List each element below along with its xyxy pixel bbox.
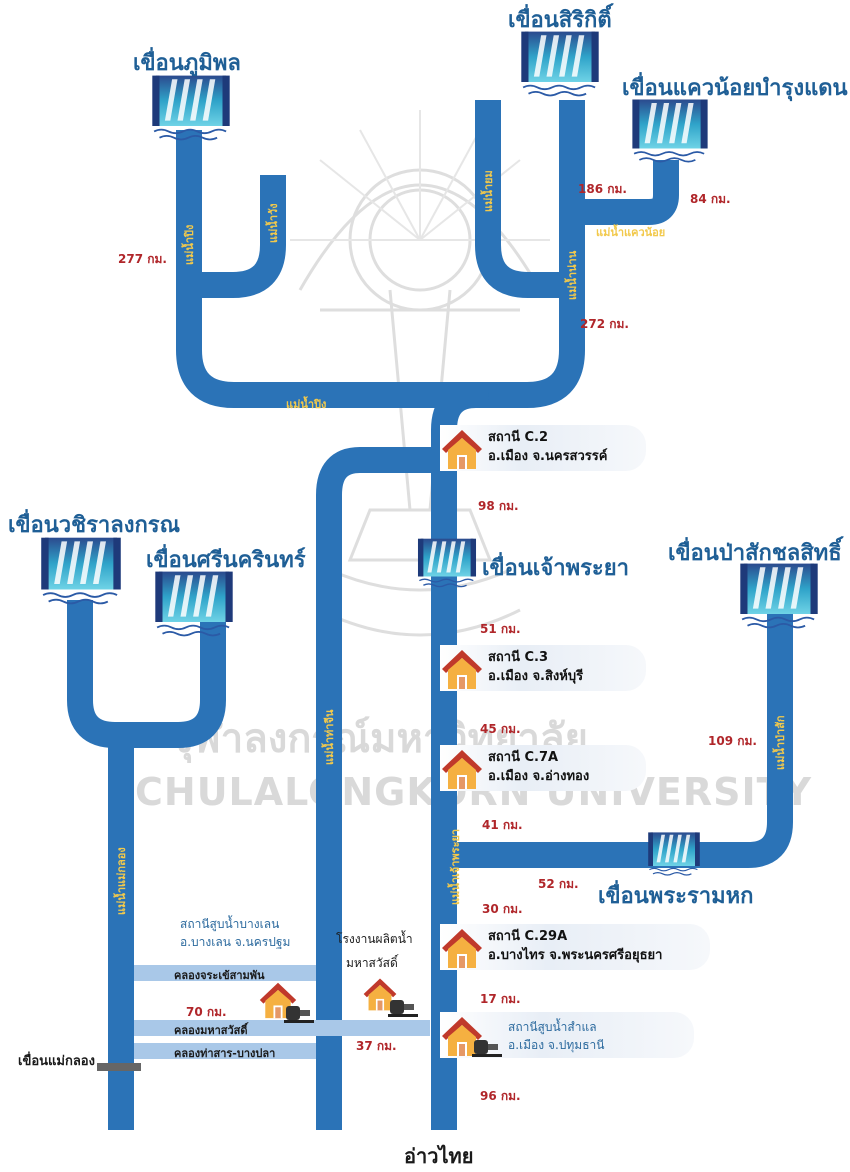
canal-tha-san-label: คลองท่าสาร-บางปลา	[174, 1047, 276, 1060]
canal-mahasawat-label: คลองมหาสวัสดิ์	[174, 1024, 248, 1037]
bang-len-pump-text: สถานีสูบน้ำบางเลน อ.บางเลน จ.นครปฐม	[180, 915, 290, 951]
pump-icon	[388, 994, 418, 1018]
dist-c7a: 41 กม.	[482, 818, 523, 832]
label-pasak: แม่น้ำป่าสัก	[772, 715, 787, 770]
dist-c2: 98 กม.	[478, 499, 519, 513]
dist-samlae: 17 กม.	[480, 992, 521, 1006]
dist-khwae-noi: 84 กม.	[690, 192, 731, 206]
label-khwae-noi: แม่น้ำแควน้อย	[596, 224, 665, 239]
river-yom-nan	[476, 100, 585, 408]
label-nan: แม่น้ำน่าน	[564, 250, 579, 300]
station-c7a-text: สถานี C.7A อ.เมือง จ.อ่างทอง	[488, 748, 589, 786]
bang-len-line1: สถานีสูบน้ำบางเลน	[180, 917, 280, 931]
river-mae-klong-left	[67, 600, 128, 748]
dist-c3-upper: 51 กม.	[480, 622, 521, 636]
dist-c3-lower: 45 กม.	[480, 722, 521, 736]
river-nan	[475, 100, 572, 298]
label-mae-klong: แม่น้ำแม่กลอง	[113, 847, 128, 915]
dist-ping: 277 กม.	[118, 252, 167, 266]
label-rama6-dam: เขื่อนพระรามหก	[598, 884, 754, 909]
station-c7a-location: อ.เมือง จ.อ่างทอง	[488, 769, 590, 784]
label-ping-lower: แม่น้ำปิง	[286, 396, 326, 411]
label-ping-upper: แม่น้ำปิง	[181, 225, 196, 265]
dist-mahasawat: 70 กม.	[186, 1005, 227, 1019]
label-mae-klong-dam: เขื่อนแม่กลอง	[18, 1054, 95, 1069]
canal-chorakhe-label: คลองจระเข้สามพัน	[174, 969, 265, 982]
river-wang	[189, 175, 286, 298]
label-wang: แม่น้ำวัง	[265, 203, 280, 243]
station-samlae-text: สถานีสูบน้ำสำแล อ.เมือง จ.ปทุมธานี	[508, 1018, 604, 1054]
station-c3-text: สถานี C.3 อ.เมือง จ.สิงห์บุรี	[488, 648, 583, 686]
canal-mahasawat: คลองมหาสวัสดิ์	[134, 1020, 430, 1037]
dist-nan: 272 กม.	[580, 317, 629, 331]
dist-c29a: 30 กม.	[482, 902, 523, 916]
river-pasak	[444, 610, 793, 868]
label-bhumibol-dam: เขื่อนภูมิพล	[133, 51, 241, 76]
label-khwae-noi-dam: เขื่อนแควน้อยบำรุงแดน	[622, 76, 848, 101]
station-c7a: สถานี C.7A อ.เมือง จ.อ่างทอง	[440, 745, 646, 791]
label-vajiralongkorn-dam: เขื่อนวชิราลงกรณ	[8, 513, 181, 538]
river-tha-chin	[316, 447, 444, 1130]
label-yom: แม่น้ำยม	[480, 170, 495, 212]
station-samlae-location: อ.เมือง จ.ปทุมธานี	[508, 1038, 605, 1052]
station-c29a: สถานี C.29A อ.บางไทร จ.พระนครศรีอยุธยา	[440, 924, 710, 970]
pump-icon	[472, 1034, 502, 1058]
label-tha-chin: แม่น้ำท่าจีน	[321, 709, 336, 765]
mahasawat-line2: มหาสวัสดิ์	[346, 956, 398, 970]
river-ping-upper	[176, 130, 404, 408]
station-c2: สถานี C.2 อ.เมือง จ.นครสวรรค์	[440, 425, 646, 471]
dist-mouth: 96 กม.	[480, 1089, 521, 1103]
bang-len-line2: อ.บางเลน จ.นครปฐม	[180, 935, 291, 949]
label-sirikit-dam: เขื่อนสิริกิติ์	[508, 8, 612, 33]
house-icon	[440, 747, 484, 791]
label-chao-phraya: แม่น้ำเจ้าพระยา	[447, 829, 462, 905]
label-srinagarind-dam: เขื่อนศรีนครินทร์	[146, 548, 306, 573]
dist-yom: 186 กม.	[578, 182, 627, 196]
station-c29a-location: อ.บางไทร จ.พระนครศรีอยุธยา	[488, 948, 663, 963]
station-samlae-name: สถานีสูบน้ำสำแล	[508, 1020, 597, 1034]
dist-tha-chin-canal: 37 กม.	[356, 1039, 397, 1053]
label-chao-phraya-dam: เขื่อนเจ้าพระยา	[482, 556, 629, 581]
canal-chorakhe: คลองจระเข้สามพัน	[134, 965, 316, 982]
gulf-of-thailand-label: อ่าวไทย	[404, 1144, 474, 1168]
river-khwae-noi	[572, 160, 679, 225]
pump-icon	[284, 1000, 314, 1024]
station-c7a-name: สถานี C.7A	[488, 750, 559, 765]
label-pasak-dam: เขื่อนป่าสักชลสิทธิ์	[668, 541, 842, 566]
dist-rama6: 52 กม.	[538, 877, 579, 891]
station-c2-location: อ.เมือง จ.นครสวรรค์	[488, 449, 608, 464]
station-c29a-name: สถานี C.29A	[488, 929, 568, 944]
house-icon	[440, 427, 484, 471]
mahasawat-line1: โรงงานผลิตน้ำ	[336, 932, 413, 946]
river-mae-klong-right	[115, 620, 226, 748]
station-c3-name: สถานี C.3	[488, 650, 549, 665]
station-c3-location: อ.เมือง จ.สิงห์บุรี	[488, 669, 584, 684]
house-icon	[440, 647, 484, 691]
canal-tha-san: คลองท่าสาร-บางปลา	[134, 1043, 316, 1060]
house-icon	[440, 926, 484, 970]
station-samlae: สถานีสูบน้ำสำแล อ.เมือง จ.ปทุมธานี	[440, 1012, 694, 1058]
mae-klong-dam-gate	[97, 1063, 141, 1071]
dist-pasak: 109 กม.	[708, 734, 757, 748]
mahasawat-plant-text: โรงงานผลิตน้ำ มหาสวัสดิ์	[336, 930, 413, 972]
station-c2-text: สถานี C.2 อ.เมือง จ.นครสวรรค์	[488, 428, 607, 466]
station-c3: สถานี C.3 อ.เมือง จ.สิงห์บุรี	[440, 645, 646, 691]
station-c29a-text: สถานี C.29A อ.บางไทร จ.พระนครศรีอยุธยา	[488, 927, 662, 965]
station-c2-name: สถานี C.2	[488, 430, 549, 445]
